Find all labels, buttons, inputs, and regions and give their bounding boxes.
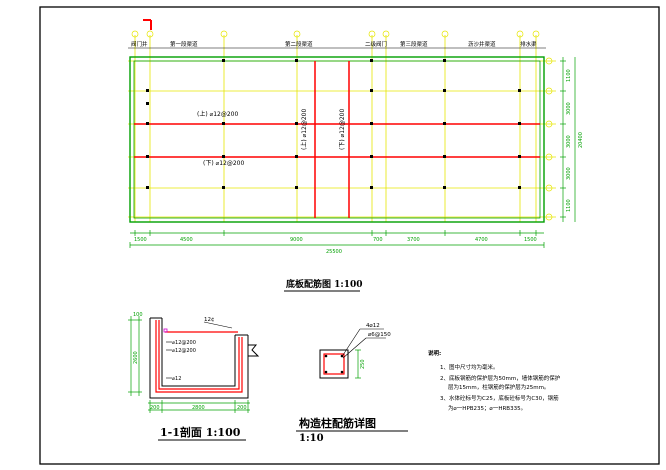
column-side-dim: 250 xyxy=(360,359,366,369)
section-left-dim: 2600 xyxy=(133,351,139,364)
note-line: 2、底板钢筋的保护层为50mm，墙体钢筋的保护 xyxy=(440,374,561,382)
right-dim: 3000 xyxy=(566,167,572,180)
note-line: 层为15mm，柱钢筋的保护层为25mm。 xyxy=(448,383,549,391)
right-dimensions xyxy=(560,57,576,222)
bottom-dim: 4500 xyxy=(180,237,193,243)
column-detail: 4⌀12 ⌀6@150 250 xyxy=(319,323,391,379)
right-total: 20400 xyxy=(578,132,584,148)
bottom-dimensions xyxy=(129,230,545,248)
notes: 说明: 1、图中尺寸均为毫米。 2、底板钢筋的保护层为50mm，墙体钢筋的保护 … xyxy=(428,349,561,412)
right-dim-text: 1100 3000 3000 3000 1100 20400 xyxy=(566,69,584,212)
drawing-frame xyxy=(39,6,660,465)
notes-heading: 说明: xyxy=(428,349,441,357)
rebar-v1-label: (上) ⌀12@200 xyxy=(300,109,308,150)
column-markers xyxy=(146,59,521,189)
rebar-v2-label: (下) ⌀12@200 xyxy=(339,109,346,150)
zone-label: 沥沙井渠道 xyxy=(468,40,496,48)
bottom-dim: 1500 xyxy=(134,237,147,243)
axis-bubbles-right xyxy=(545,57,553,221)
bottom-dim: 3700 xyxy=(407,237,420,243)
right-dim: 1100 xyxy=(566,69,572,82)
zone-labels: 阀门井 第一段渠道 第二段渠道 二级阀门 第三段渠道 沥沙井渠道 排水渠 xyxy=(131,40,537,48)
zone-label: 第二段渠道 xyxy=(285,40,313,48)
section-title: 1-1剖面 1:100 xyxy=(160,425,241,439)
bottom-dim: 9000 xyxy=(290,237,303,243)
section-bottom-dim: 2800 xyxy=(192,405,205,411)
section-bar-label: ⌀12 xyxy=(172,376,181,382)
plan-title: 底板配筋图 1:100 xyxy=(286,278,363,290)
zone-label: 第一段渠道 xyxy=(170,40,198,48)
section-bottom-dim: 200 xyxy=(237,405,247,411)
rebar-bottom-label: (下) ⌀12@200 xyxy=(203,160,244,167)
right-dim: 1100 xyxy=(566,199,572,212)
column-main-bars: 4⌀12 xyxy=(366,323,380,329)
bottom-total: 25500 xyxy=(326,249,342,255)
rebar-lines xyxy=(134,61,540,218)
axis-bubbles-top xyxy=(131,30,540,38)
zone-label: 排水渠 xyxy=(520,40,537,48)
slab-outline-inner xyxy=(133,60,541,219)
zone-label: 二级阀门 xyxy=(365,40,387,48)
rebar-top-label: (上) ⌀12@200 xyxy=(197,110,238,118)
zone-label: 第三段渠道 xyxy=(400,40,428,48)
bottom-dim: 700 xyxy=(373,237,383,243)
section-top-dim: 100 xyxy=(133,312,143,318)
column-scale: 1:10 xyxy=(299,433,324,444)
section-view: 2600 100 200 2800 200 12¢ ⌀12@200 ⌀12@20… xyxy=(128,312,260,413)
note-line: 1、图中尺寸均为毫米。 xyxy=(440,363,499,371)
section-bar-label: 12¢ xyxy=(204,317,215,323)
section-bar-label: ⌀12@200 xyxy=(172,340,196,346)
right-dim: 3000 xyxy=(566,102,572,115)
plan-view: 阀门井 第一段渠道 第二段渠道 二级阀门 第三段渠道 沥沙井渠道 排水渠 xyxy=(128,30,584,255)
section-magenta-mark xyxy=(163,328,168,333)
column-stirrup-label: ⌀6@150 xyxy=(368,332,391,338)
section-bottom-dim: 200 xyxy=(150,405,160,411)
bottom-dim: 4700 xyxy=(475,237,488,243)
column-stirrup xyxy=(323,353,345,375)
slab-outline-outer xyxy=(129,56,545,223)
bottom-dim-text: 1500 4500 9000 700 3700 4700 1500 25500 xyxy=(134,237,537,255)
section-marker xyxy=(143,19,152,30)
right-dim: 3000 xyxy=(566,135,572,148)
section-bar-label: ⌀12@200 xyxy=(172,348,196,354)
note-line: 为⌀一HPB235；⌀一HRB335。 xyxy=(448,404,526,412)
column-outer xyxy=(319,349,349,379)
bottom-dim: 1500 xyxy=(524,237,537,243)
note-line: 3、水体砼标号为C25，底板砼标号为C30，钢筋 xyxy=(440,394,559,402)
zone-label: 阀门井 xyxy=(131,40,148,48)
column-title: 构造柱配筋详图 xyxy=(299,416,376,430)
